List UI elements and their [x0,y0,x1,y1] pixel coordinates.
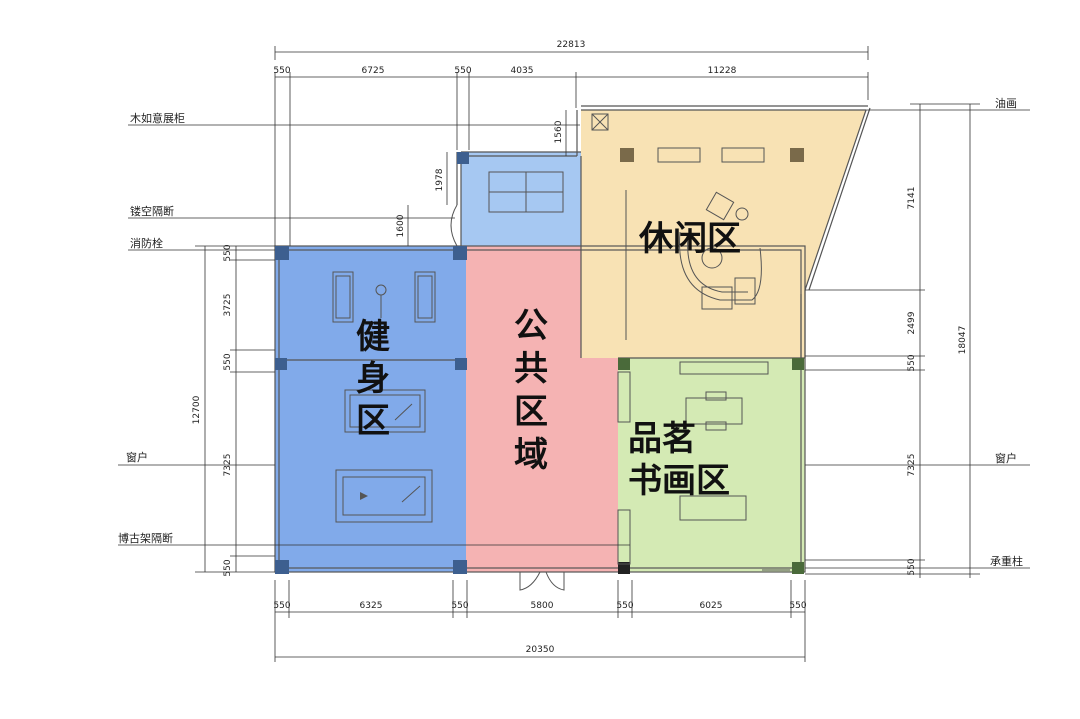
zone-label-public-3: 区 [514,392,548,432]
dim-left-4: 7325 [223,454,233,477]
zone-label-tea-1: 品茗 [628,419,696,459]
dim-bottom-1: 550 [273,601,290,611]
dim-bottom-3: 550 [451,601,468,611]
zone-label-public-1: 公 [514,306,548,346]
dim-left-upper-1: 1978 [435,168,445,191]
dim-left-total: 12700 [192,395,202,424]
dim-right-2: 2499 [907,311,917,334]
dim-left-upper-2: 1600 [396,214,406,237]
zone-leisure-area [581,110,866,358]
zone-label-public-2: 共 [514,349,548,389]
dim-bottom-4: 5800 [531,601,554,611]
dim-bottom-2: 6325 [360,601,383,611]
dim-top-2: 6725 [362,66,385,76]
zone-upper-small-area [461,152,581,248]
dim-left-1: 550 [223,244,233,261]
dim-right-1: 7141 [907,187,917,210]
dim-bottom-5: 550 [616,601,633,611]
zone-label-tea-2: 书画区 [628,461,730,501]
dim-bottom-7: 550 [789,601,806,611]
dim-right-total: 18047 [958,326,968,355]
label-bogu-partition: 博古架隔断 [118,531,173,545]
dim-top-3: 550 [454,66,471,76]
furniture [332,113,804,591]
label-cabinet: 木如意展柜 [130,111,185,125]
columns [275,152,804,574]
zone-tea-area [618,358,805,572]
label-hydrant: 消防栓 [130,236,163,250]
dim-bottom-total: 20350 [526,645,555,655]
label-oil-painting: 油画 [995,96,1017,110]
label-column: 承重柱 [990,554,1023,568]
label-window-right: 窗户 [995,451,1017,465]
zone-label-fitness-3: 区 [356,401,390,441]
zone-label-public-4: 域 [514,435,548,475]
zone-label-fitness-1: 健 [356,317,390,357]
dim-left-3: 550 [223,353,233,370]
label-openwork-partition: 镂空隔断 [130,204,174,218]
dim-left-2: 3725 [223,294,233,317]
dimension-lines [195,46,980,662]
zone-label-fitness-2: 身 [356,359,390,399]
dim-left-5: 550 [223,559,233,576]
dim-top-5: 11228 [708,66,737,76]
dim-right-4: 7325 [907,454,917,477]
dim-bottom-6: 6025 [700,601,723,611]
zone-fitness-area [275,246,466,572]
label-window-left: 窗户 [126,450,148,464]
dim-top-1: 550 [273,66,290,76]
dim-top-4: 4035 [511,66,534,76]
dim-top-total: 22813 [557,40,586,50]
zone-label-leisure: 休闲区 [638,219,741,259]
dim-right-5: 550 [907,558,917,575]
dim-right-3: 550 [907,354,917,371]
callout-lines [118,109,1030,569]
dim-upper-small: 1560 [554,120,564,143]
